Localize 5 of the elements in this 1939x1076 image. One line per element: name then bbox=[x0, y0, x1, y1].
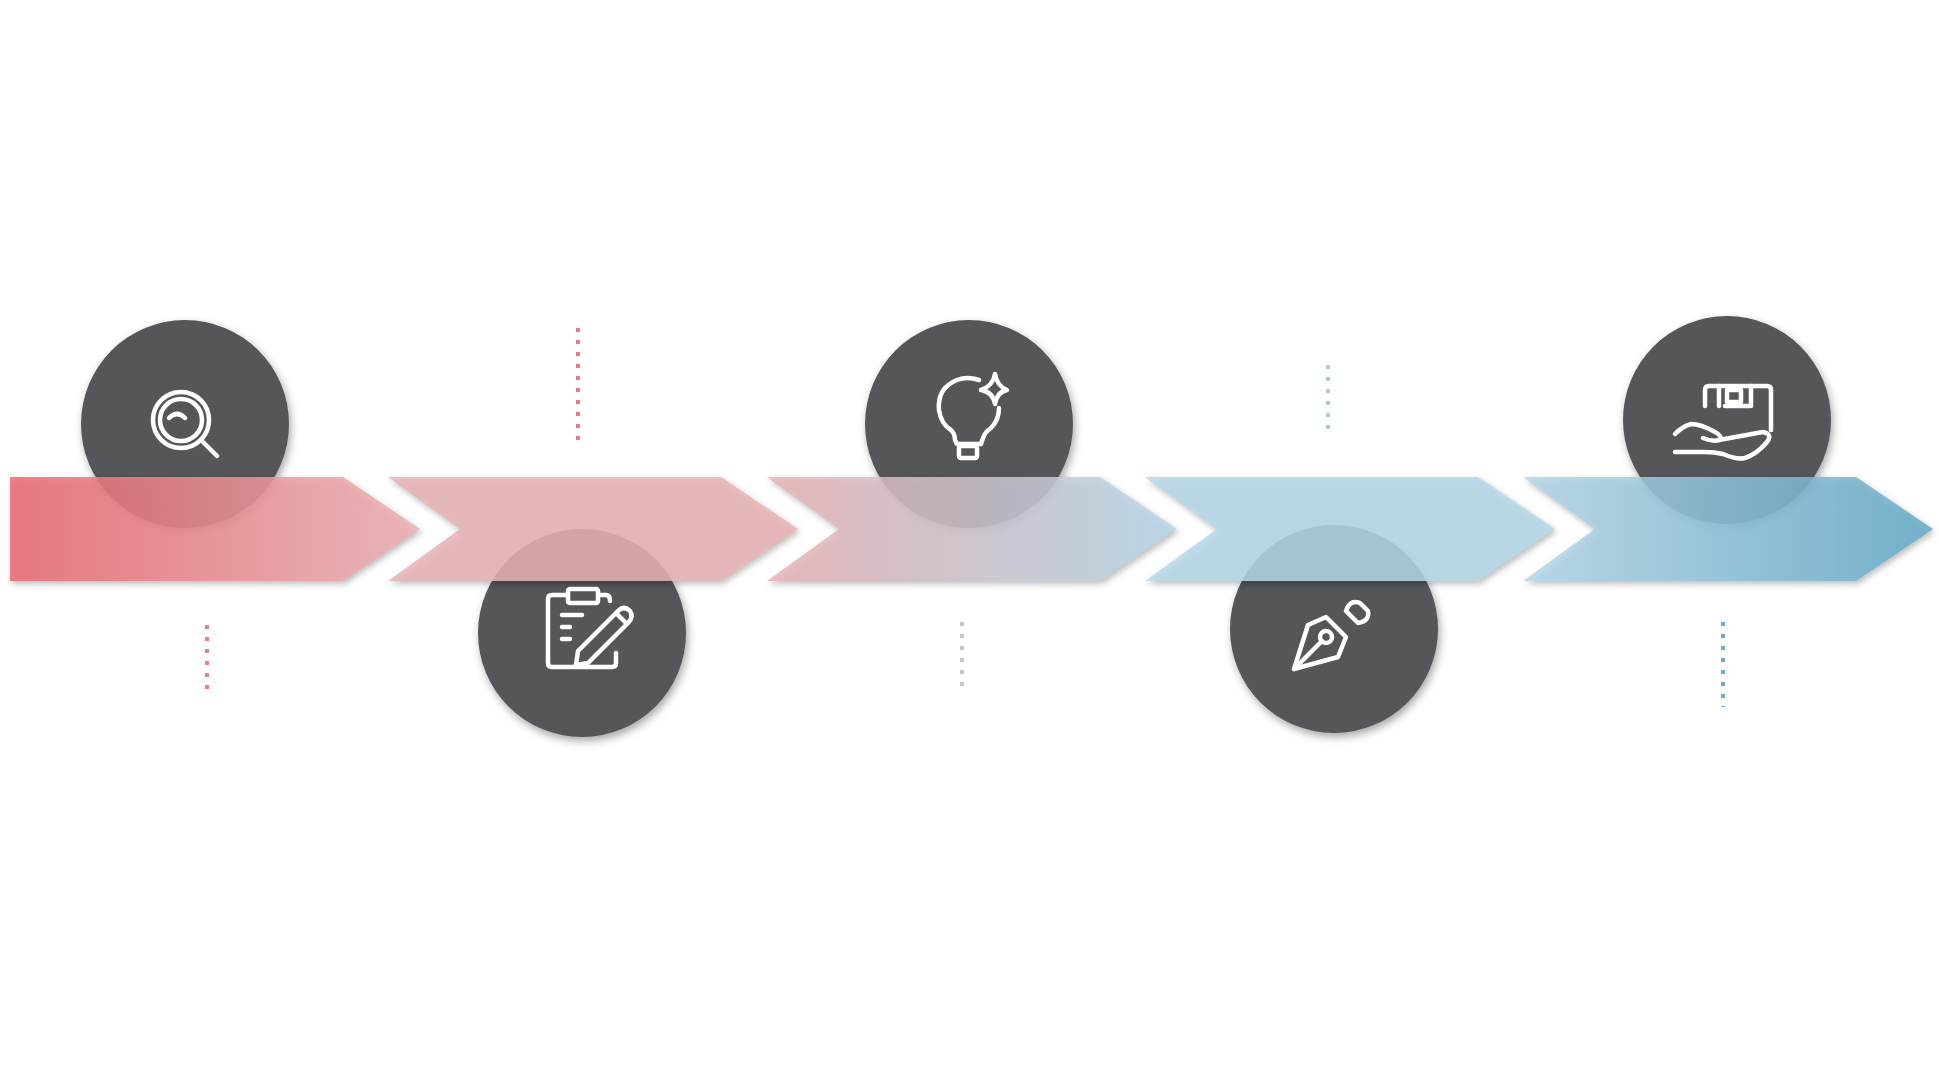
step-band bbox=[388, 477, 798, 581]
step-band bbox=[767, 477, 1177, 581]
step-band bbox=[1145, 477, 1555, 581]
step-band bbox=[1523, 477, 1933, 581]
step-band bbox=[10, 477, 420, 581]
